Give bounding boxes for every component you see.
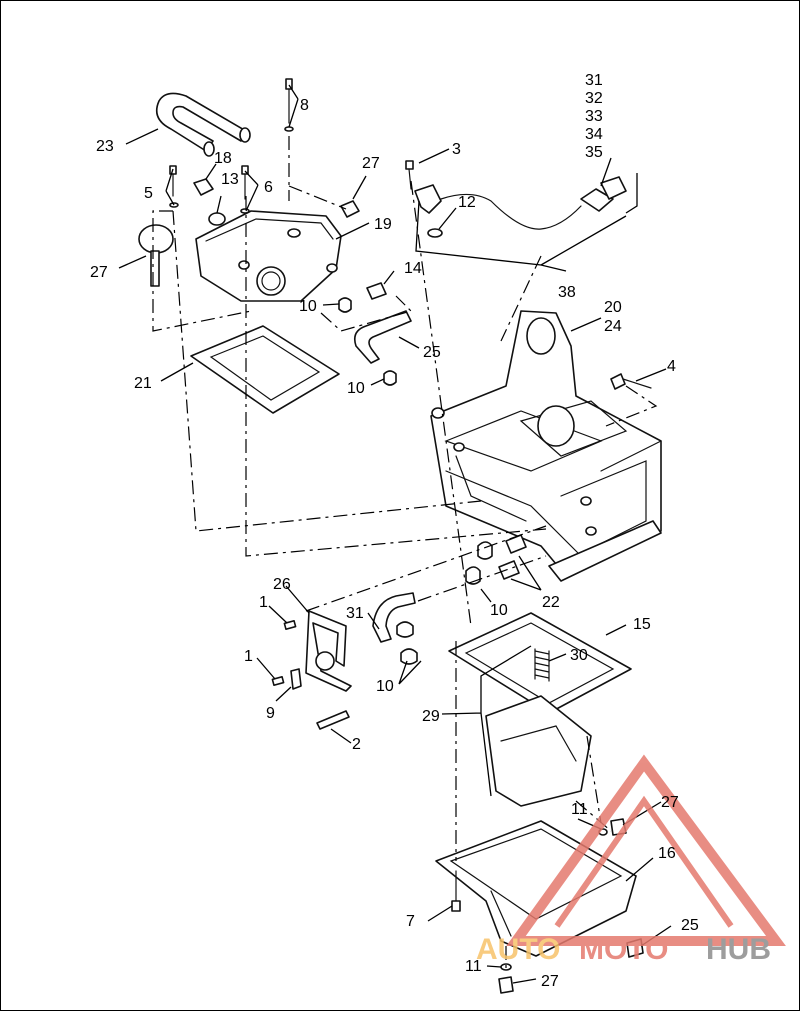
callout-label: 25 [423, 344, 441, 361]
oil-pan-gasket-part [448, 612, 632, 714]
callout-label: 27 [661, 794, 679, 811]
watermark-triangle-icon [506, 754, 786, 946]
callout-label: 20 [604, 299, 622, 316]
hose-fitting-part [498, 560, 520, 580]
callout-label: 9 [266, 705, 275, 722]
hose-clamp-part [400, 648, 418, 665]
callout-label: 26 [273, 576, 291, 593]
sensor-o-ring-part [427, 228, 443, 238]
cover-bolt-part [284, 78, 294, 132]
callout-label: 34 [585, 126, 603, 143]
callout-label: 11 [465, 958, 482, 975]
callout-label: 27 [90, 264, 108, 281]
pivot-pin-part [316, 710, 350, 730]
vent-hose-part [155, 92, 251, 157]
alignment-lines [152, 136, 658, 969]
callout-label: 5 [144, 185, 153, 202]
callout-label: 35 [585, 144, 603, 161]
bracket-screw-part [283, 620, 297, 630]
callout-label: 24 [604, 318, 622, 335]
callout-label: 12 [458, 194, 476, 211]
callout-label: 27 [541, 973, 559, 990]
callout-label: 6 [264, 179, 273, 196]
return-hose-part [353, 310, 412, 364]
callout-labels: 23 8 5 6 18 13 27 19 27 14 10 25 10 21 3… [90, 72, 699, 990]
callout-label: 27 [362, 155, 380, 172]
hose-clamp-part [383, 370, 397, 386]
callout-label: 19 [374, 216, 392, 233]
callout-label: 18 [214, 150, 232, 167]
callout-label: 1 [244, 648, 253, 665]
watermark-logo: AUTO MOTO HUB [476, 754, 786, 966]
callout-label: 31 [585, 72, 603, 89]
leader-lines [118, 84, 672, 984]
transmission-housing-part [430, 310, 662, 582]
housing-bolt-part [610, 373, 652, 390]
top-cover-part [195, 210, 342, 302]
callout-label: 33 [585, 108, 603, 125]
callout-label: 8 [300, 97, 309, 114]
bracket-screw-part [271, 676, 285, 686]
callout-label: 11 [571, 801, 588, 818]
retaining-clip-part [290, 668, 302, 690]
callout-label: 23 [96, 138, 114, 155]
callout-label: 7 [406, 913, 415, 930]
mounting-bracket-part [305, 610, 352, 692]
callout-label: 29 [422, 708, 440, 725]
vent-fitting-part [340, 200, 360, 218]
callout-label: 10 [299, 298, 317, 315]
elbow-fitting-part [366, 282, 387, 300]
sensor-bolt-part [405, 160, 414, 190]
dipstick-part [138, 224, 174, 287]
callout-label: 10 [376, 678, 394, 695]
callout-label: 30 [570, 647, 588, 664]
speed-sensor-part [414, 176, 627, 230]
drain-plug-part [498, 976, 514, 994]
o-ring-part [208, 212, 226, 226]
neutral-switch-part [193, 178, 214, 196]
oil-pan-part [435, 820, 637, 957]
watermark-moto-text: MOTO [579, 933, 668, 966]
callout-label: 21 [134, 375, 152, 392]
callout-label: 2 [352, 736, 361, 753]
callout-label: 1 [259, 594, 268, 611]
callout-label: 22 [542, 594, 560, 611]
watermark-inner-triangle-icon [554, 795, 734, 928]
callout-label: 10 [347, 380, 365, 397]
watermark-hub-text: HUB [706, 933, 771, 966]
feed-hose-part [372, 592, 416, 643]
callout-label: 10 [490, 602, 508, 619]
long-bolt-part [240, 165, 250, 214]
callout-label: 13 [221, 171, 239, 188]
relief-spring-part [534, 648, 550, 682]
callout-label: 25 [681, 917, 699, 934]
callout-label: 32 [585, 90, 603, 107]
callout-label: 4 [667, 358, 676, 375]
callout-label: 16 [658, 845, 676, 862]
callout-label: 14 [404, 260, 422, 277]
cover-gasket-part [190, 325, 340, 414]
callout-label: 38 [558, 284, 576, 301]
callout-label: 3 [452, 141, 461, 158]
hose-clamp-part [477, 541, 493, 560]
callout-label: 15 [633, 616, 651, 633]
callout-label: 31 [346, 605, 364, 622]
watermark-auto-text: AUTO [476, 933, 560, 966]
oil-baffle-part [485, 695, 592, 807]
hose-clamp-part [338, 297, 352, 313]
hose-clamp-part [396, 621, 414, 638]
